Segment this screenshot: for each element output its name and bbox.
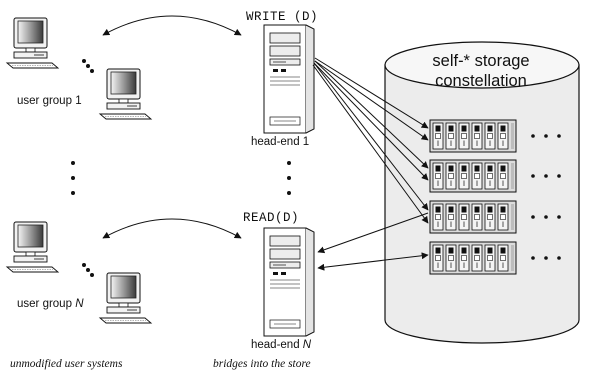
disk-array — [430, 120, 516, 152]
head-end-server-icon — [263, 227, 315, 337]
head-end-label: head-end N — [251, 339, 312, 351]
user-group-label: user group N — [17, 298, 84, 310]
user-computer-icon — [99, 68, 152, 120]
storage-title: self-* storage constellation — [416, 51, 546, 91]
read-arrows — [317, 212, 429, 271]
storage-title-line2: constellation — [435, 72, 527, 90]
caption-user-systems: unmodified user systems — [10, 358, 123, 370]
read-operation-label: READ(D) — [243, 211, 300, 225]
ellipsis-dots — [82, 59, 94, 277]
connection-arrow — [102, 15, 242, 36]
disk-array — [430, 201, 516, 233]
user-computer-icon — [99, 272, 152, 324]
write-arrows — [312, 57, 429, 224]
vertical-ellipsis — [71, 161, 75, 195]
head-end-label: head-end 1 — [251, 136, 310, 148]
caption-bridges: bridges into the store — [213, 358, 311, 370]
head-end-server-icon — [263, 24, 315, 134]
disk-array — [430, 242, 516, 274]
user-computer-icon — [6, 17, 59, 69]
write-operation-label: WRITE (D) — [246, 10, 319, 24]
user-computer-icon — [6, 221, 59, 273]
disk-array — [430, 160, 516, 192]
array-ellipsis — [531, 134, 561, 260]
user-group-label: user group 1 — [17, 95, 82, 107]
storage-title-line1: self-* storage — [432, 52, 530, 70]
vertical-ellipsis — [287, 161, 291, 195]
connection-arrow — [102, 218, 242, 239]
